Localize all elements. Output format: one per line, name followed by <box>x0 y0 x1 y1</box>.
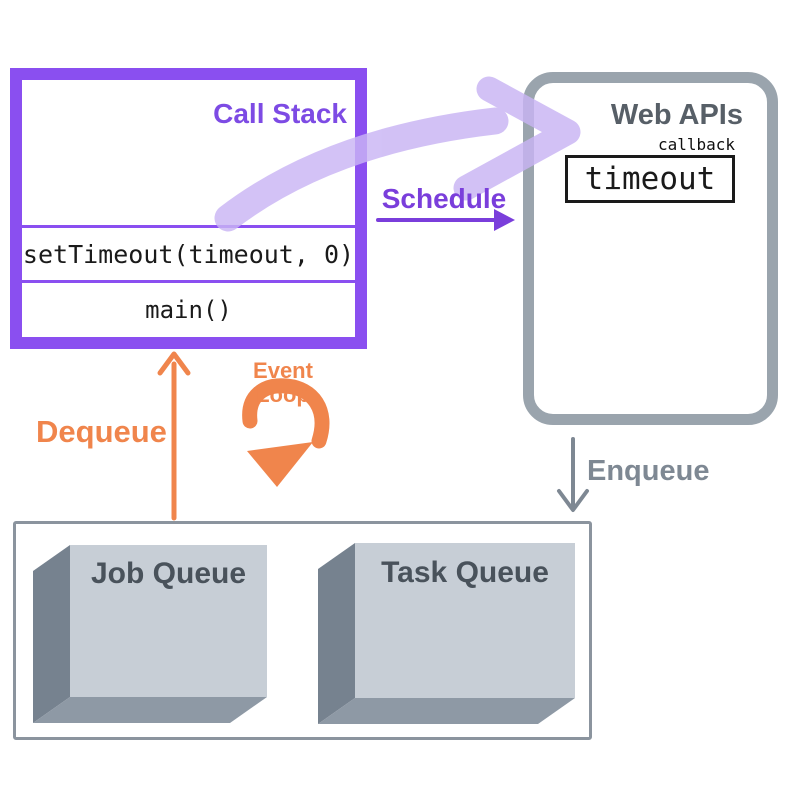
schedule-label: Schedule <box>381 183 507 214</box>
call-stack-divider <box>22 280 355 283</box>
enqueue-arrow-head <box>557 489 589 512</box>
timeout-callback-box: timeout <box>565 155 735 203</box>
call-stack-divider <box>22 225 355 228</box>
callback-label: callback <box>657 135 735 154</box>
call-stack-frame-settimeout: setTimeout(timeout, 0) <box>22 239 355 269</box>
task-queue-label: Task Queue <box>381 556 549 589</box>
web-apis-title: Web APIs <box>610 99 743 131</box>
event-loop-arrow-head <box>247 442 313 487</box>
web-apis-box: Web APIs callback timeout <box>523 72 778 425</box>
enqueue-label: Enqueue <box>587 455 710 487</box>
dequeue-label: Dequeue <box>36 414 167 449</box>
call-stack-frame-main: main() <box>145 296 232 324</box>
dequeue-arrow-head <box>157 351 191 376</box>
call-stack-title: Call Stack <box>213 98 347 129</box>
enqueue-arrow <box>557 437 589 512</box>
call-stack-header-area: Call Stack <box>22 80 355 225</box>
call-stack-box: Call Stack setTimeout(timeout, 0) main() <box>10 68 367 349</box>
job-queue-label: Job Queue <box>90 557 247 590</box>
queue-container-box <box>13 521 592 740</box>
event-loop-label: Event Loop <box>253 358 313 408</box>
